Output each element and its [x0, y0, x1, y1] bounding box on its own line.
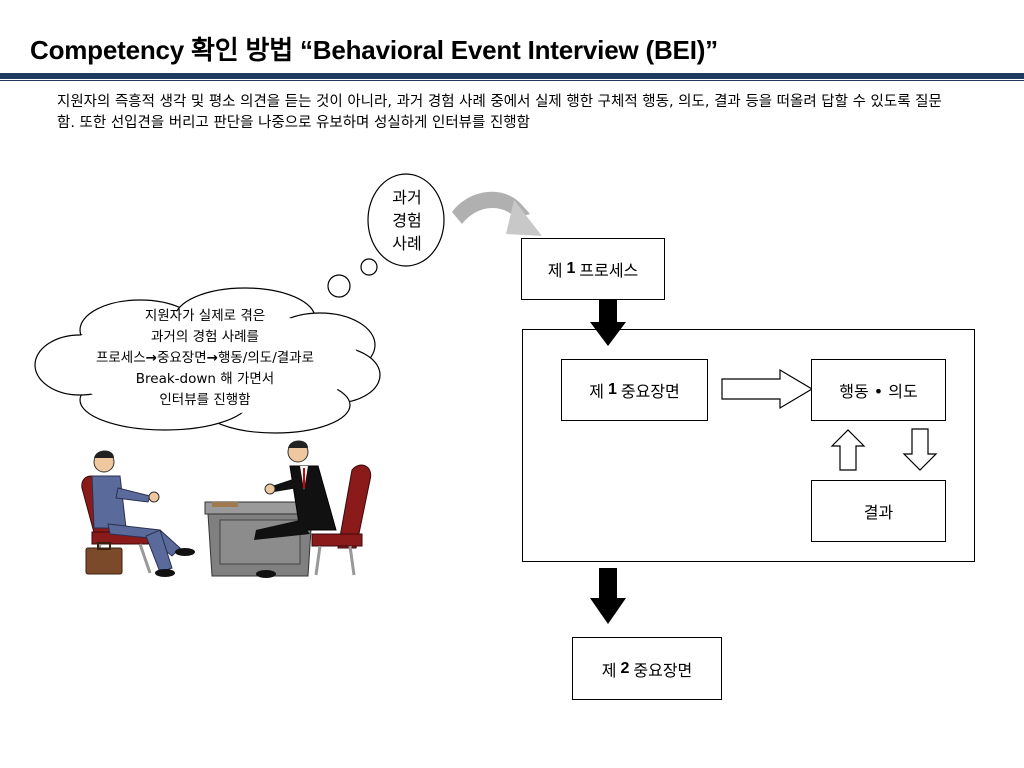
box-label: 중요장면	[620, 382, 680, 401]
thought-big-segment: 행동/의도/결과로	[217, 350, 315, 366]
box-number: 1	[607, 381, 617, 398]
thought-bubble-small	[367, 173, 445, 267]
result-box: 결과	[811, 480, 946, 542]
thought-big-line: 지원자가 실제로 겪은	[144, 308, 266, 324]
box-label: 행동 • 의도	[839, 382, 918, 401]
title-rule	[0, 73, 1024, 79]
box-number: 1	[566, 260, 576, 277]
thought-small-line: 사례	[392, 234, 422, 253]
title-rule-thin	[0, 80, 1024, 81]
description-text: 지원자의 즉흥적 생각 및 평소 의견을 듣는 것이 아니라, 과거 경험 사례…	[57, 94, 942, 131]
right-hollow-arrow	[721, 368, 814, 410]
down-hollow-arrow	[902, 428, 938, 471]
page-title: Competency 확인 방법 “Behavioral Event Inter…	[30, 35, 718, 65]
thought-big-line: Break-down 해 가면서	[135, 371, 275, 387]
thought-cloud-fill	[60, 310, 360, 414]
thought-big-segment: 중요장면	[156, 350, 207, 366]
action-intent-box: 행동 • 의도	[811, 359, 946, 421]
thought-small-line: 경험	[392, 211, 422, 230]
thought-big-text: 지원자가 실제로 겪은 과거의 경험 사례를 프로세스→중요장면→행동/의도/결…	[40, 306, 370, 411]
box-label: 프로세스	[579, 261, 639, 280]
thought-dot-2	[327, 274, 351, 298]
interview-illustration	[81, 440, 372, 578]
box-prefix: 제	[589, 382, 604, 401]
thought-big-line: 프로세스→중요장면→행동/의도/결과로	[40, 348, 370, 369]
box-number: 2	[620, 659, 630, 677]
thought-big-segment: 프로세스	[95, 350, 146, 366]
thought-big-line: 인터뷰를 진행함	[159, 392, 251, 408]
arrow-icon: →	[206, 350, 218, 366]
up-hollow-arrow	[830, 429, 866, 471]
thought-dot-1	[360, 258, 378, 276]
thought-small-text: 과거 경험 사례	[372, 186, 442, 255]
box-prefix: 제	[547, 261, 563, 280]
curved-arrow	[452, 191, 542, 236]
box-label: 결과	[863, 503, 894, 522]
down-arrow-1	[590, 292, 626, 346]
box-label: 중요장면	[633, 660, 693, 680]
down-arrow-2	[590, 568, 626, 624]
thought-small-line: 과거	[392, 188, 422, 207]
box-prefix: 제	[601, 660, 617, 680]
arrow-icon: →	[145, 350, 157, 366]
thought-big-line: 과거의 경험 사례를	[151, 329, 259, 345]
process-frame	[522, 329, 975, 562]
